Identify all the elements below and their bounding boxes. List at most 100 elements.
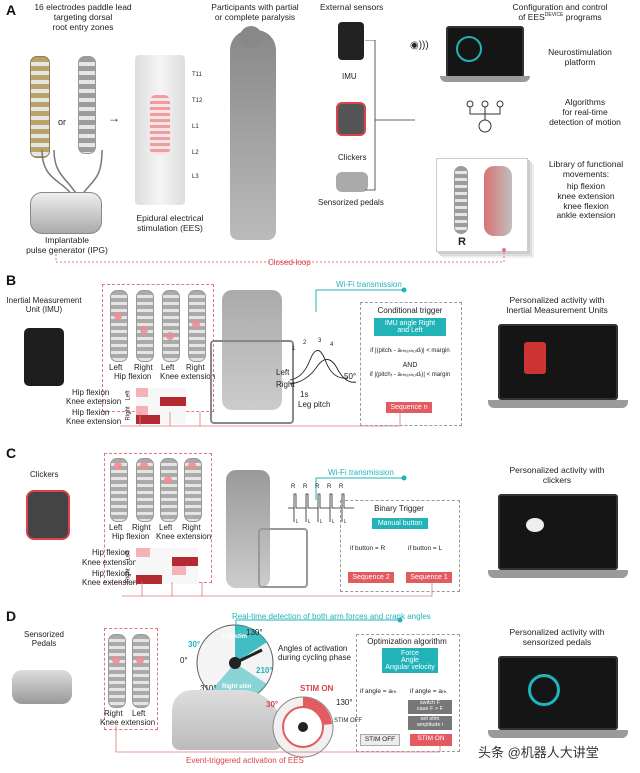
- heat-side-b-1: Left: [125, 390, 132, 401]
- wheel1-tag-left: Left stim: [222, 634, 248, 640]
- switch-label: switch F case F > F: [416, 700, 444, 713]
- watermark: 头条 @机器人大讲堂: [478, 745, 599, 760]
- config-superscript: DEVICE: [544, 11, 564, 18]
- paddle-lead-2: [78, 56, 96, 154]
- algo-label: Algorithms for real-time detection of mo…: [549, 97, 621, 127]
- clicker-device-c: [26, 490, 70, 540]
- pulse-l-3: L: [320, 519, 323, 525]
- stim-off-output: STIM OFF: [360, 734, 400, 746]
- lead-c-3: [160, 458, 178, 522]
- stim-dot-b-2: [140, 326, 148, 334]
- cond-angle-1: if angle = aₜₕ: [360, 688, 397, 695]
- vertebra-label-3: L1: [192, 124, 199, 130]
- lead-wires: [41, 150, 103, 196]
- lead-b-3: [162, 290, 180, 362]
- panel-d-letter: D: [6, 608, 17, 624]
- event-label: Event-triggered activation of EES: [186, 756, 304, 765]
- stim-dot-d-2: [136, 656, 144, 664]
- graph-mark-3: 3: [318, 338, 322, 344]
- pulse-l-5: L: [344, 519, 347, 525]
- set-box: [408, 716, 452, 730]
- activity-laptop-d: [488, 656, 628, 746]
- wheel1-angle-310: 310°: [200, 684, 217, 693]
- trigger-title-c: Binary Trigger: [374, 504, 424, 513]
- wheel1-angle-30: 30°: [188, 640, 201, 649]
- library-title: Library of functional movements:: [548, 159, 624, 179]
- heat-row-c-2: Knee extension: [82, 558, 138, 567]
- stim-off-label-wheel: STIM OFF: [334, 718, 362, 724]
- laptop-base-c: [488, 570, 628, 578]
- wifi-line-c: [315, 475, 407, 500]
- pulse-r-4: R: [327, 484, 332, 490]
- algorithm-icon: [466, 100, 504, 133]
- pulse-train-c: [288, 493, 354, 522]
- config-label: Configuration and control of EESDEVICE p…: [500, 2, 620, 23]
- lead-label-b-1: Left: [109, 363, 123, 372]
- feedback-arrows-c: [122, 580, 433, 597]
- electrodes-title: 16 electrodes paddle lead targeting dors…: [34, 2, 132, 32]
- lead-label-d-1: Right: [104, 709, 123, 718]
- laptop-base-d: [488, 730, 628, 738]
- panel-b-letter: B: [6, 272, 17, 288]
- stim-dot-c-4: [188, 462, 196, 470]
- lead-c-2: [136, 458, 154, 522]
- screen-button-c: [526, 518, 544, 532]
- platform-laptop: [440, 26, 530, 90]
- sequence-1-button: Sequence 1: [406, 572, 452, 583]
- heat-row-b-2: Knee extension: [66, 397, 122, 406]
- wifi-icon: ◉))): [410, 40, 429, 51]
- cond-angle-2: if angle = aₜₕ: [410, 688, 447, 695]
- opt-box: [356, 634, 460, 752]
- neuro-label: Neurostimulation platform: [548, 47, 612, 67]
- laptop-base: [440, 76, 530, 82]
- participants-label: Participants with partial or complete pa…: [211, 2, 299, 22]
- screen-shoe-b: [524, 342, 546, 374]
- config-suffix: programs: [563, 11, 602, 22]
- pulse-l-1: L: [296, 519, 299, 525]
- lead-label-d-2: Left: [132, 709, 146, 718]
- rollator-c: [258, 528, 308, 588]
- sensor-connectors: [365, 40, 415, 191]
- lead-label-b-2: Right: [134, 363, 153, 372]
- library-card-leg: [484, 166, 512, 236]
- stim-on-output: STIM ON: [410, 734, 452, 746]
- event-line: [115, 726, 441, 753]
- leg-pitch-graph: [289, 350, 357, 385]
- stim-wheel-2: [272, 696, 334, 758]
- graph-mark-1: 1: [292, 346, 296, 352]
- screen-ring-d: [528, 674, 560, 706]
- wheel1-angle-130: 130°: [246, 628, 263, 637]
- group-label-c-2: Knee extension: [156, 532, 212, 541]
- set-label: set stim amplitude i: [416, 716, 444, 729]
- ipg-device: [30, 192, 102, 234]
- walker-figure-b: [222, 290, 282, 410]
- closed-loop-label: Closed-loop: [268, 258, 311, 267]
- heat-row-b-3: Hip flexion: [72, 408, 110, 417]
- participant-head: [240, 26, 262, 48]
- lead-label-c-2: Right: [132, 523, 151, 532]
- pulse-l-4: L: [332, 519, 335, 525]
- paddle-lead-1: [30, 56, 50, 158]
- pulse-r-3: R: [315, 484, 320, 490]
- closed-loop-line: [55, 248, 506, 263]
- library-card-lead: [454, 166, 468, 234]
- condition-b-2: if |(pitchᵣ - aₜₕᵣₑₛₕₒₗdᵣ)| < margin: [369, 372, 451, 378]
- lead-label-b-3: Left: [161, 363, 175, 372]
- lead-label-c-4: Right: [182, 523, 201, 532]
- pulse-r-5: R: [339, 484, 344, 490]
- pedal-device-d: [12, 670, 72, 704]
- pedals-label: Sensorized pedals: [318, 198, 384, 207]
- library-items: hip flexion knee extension knee flexion …: [556, 181, 616, 221]
- lead-b-1: [110, 290, 128, 362]
- wheel2-angle-130: 130°: [336, 698, 353, 707]
- stim-dot-c-2: [140, 462, 148, 470]
- realtime-line: [235, 617, 403, 630]
- group-label-d: Knee extension: [100, 718, 156, 727]
- clickers-title-c: Clickers: [30, 470, 59, 479]
- stim-dot-b-3: [166, 332, 174, 340]
- realtime-label: Real-time detection of both arm forces a…: [232, 612, 431, 621]
- lead-label-b-4: Right: [186, 363, 205, 372]
- ipg-label: Implantable pulse generator (IPG): [26, 235, 108, 255]
- feedback-arrows-b: [120, 410, 401, 427]
- wifi-line-b: [315, 287, 407, 312]
